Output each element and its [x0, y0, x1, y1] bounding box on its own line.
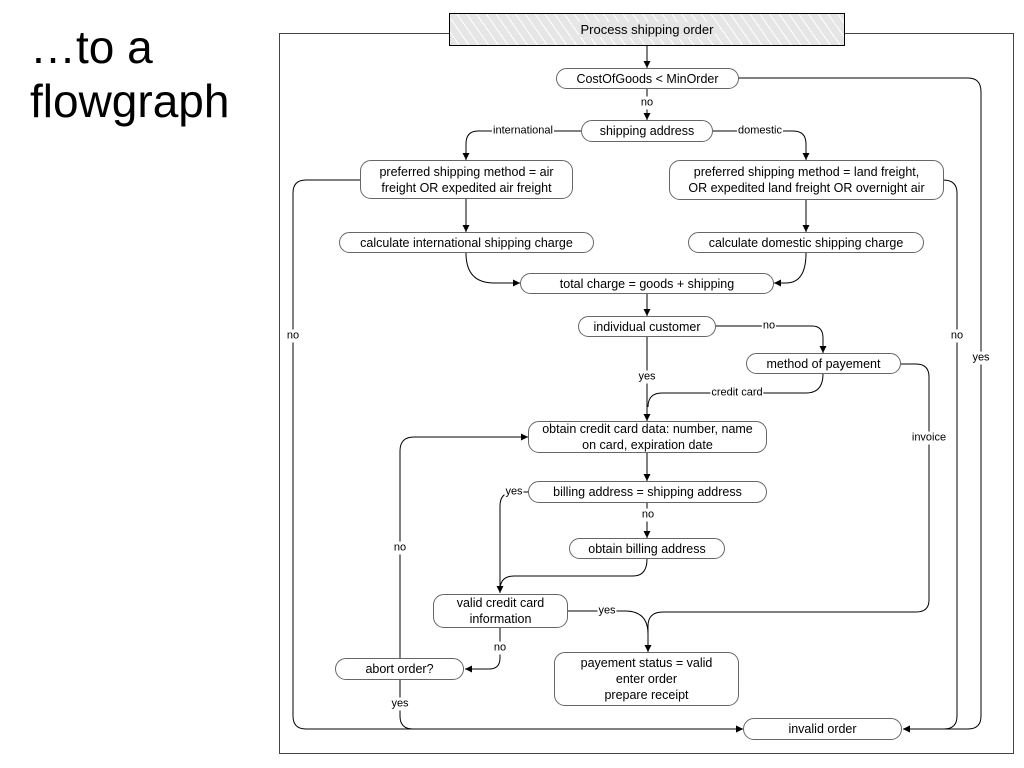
slide-title: …to a flowgraph: [30, 21, 230, 127]
node-dom-method: preferred shipping method = land freight…: [669, 160, 944, 200]
node-shipping-address: shipping address: [581, 120, 713, 142]
edge-intl-no: [292, 179, 743, 733]
edge-valid-no: [465, 628, 501, 673]
label-abort-yes: yes: [390, 697, 410, 711]
edge-obtain-billing-to-valid: [499, 558, 648, 591]
label-domestic: domestic: [736, 124, 784, 138]
edge-cost-yes: [738, 77, 982, 733]
edge-domestic: [713, 130, 810, 160]
edge-abort-yes: [399, 680, 743, 733]
node-invalid-order: invalid order: [743, 718, 902, 740]
node-method-of-payment: method of payement: [746, 353, 901, 374]
label-cost-no: no: [639, 96, 655, 110]
edge-billing-yes: [496, 491, 528, 593]
node-total-charge: total charge = goods + shipping: [520, 273, 774, 294]
label-customer-yes: yes: [637, 370, 657, 384]
node-billing-equals-shipping: billing address = shipping address: [528, 481, 767, 503]
label-billing-no: no: [640, 508, 656, 522]
label-valid-no: no: [492, 641, 508, 655]
node-obtain-billing-address: obtain billing address: [569, 538, 725, 559]
edge-calc-dom-to-total: [774, 252, 807, 287]
node-individual-customer: individual customer: [578, 316, 716, 337]
edge-valid-yes: [568, 610, 649, 635]
label-billing-yes: yes: [504, 485, 524, 499]
edge-customer-no: [716, 325, 827, 353]
edge-abort-no: [399, 433, 528, 658]
node-obtain-credit-card: obtain credit card data: number, name on…: [528, 421, 767, 453]
node-cost-check: CostOfGoods < MinOrder: [556, 68, 739, 89]
label-intl-no: no: [285, 329, 301, 343]
label-credit-card: credit card: [710, 386, 764, 400]
node-intl-method: preferred shipping method = air freight …: [360, 160, 573, 199]
label-international: international: [492, 124, 554, 138]
edge-dom-no: [903, 179, 958, 733]
process-title-banner: Process shipping order: [449, 13, 845, 46]
label-valid-yes: yes: [597, 604, 617, 618]
process-title: Process shipping order: [578, 22, 716, 37]
label-abort-no: no: [392, 541, 408, 555]
node-abort-order: abort order?: [335, 658, 464, 680]
label-customer-no: no: [761, 319, 777, 333]
node-payment-status-valid: payement status = valid enter order prep…: [554, 652, 739, 706]
node-calc-dom: calculate domestic shipping charge: [688, 232, 924, 253]
edge-invoice: [644, 363, 930, 652]
edge-international: [462, 130, 581, 160]
label-cost-yes: yes: [971, 351, 991, 365]
label-invoice: invoice: [910, 431, 948, 445]
node-valid-credit-card: valid credit card information: [433, 594, 568, 628]
node-calc-intl: calculate international shipping charge: [339, 232, 594, 253]
edge-calc-intl-to-total: [465, 252, 520, 287]
label-dom-no: no: [949, 329, 965, 343]
